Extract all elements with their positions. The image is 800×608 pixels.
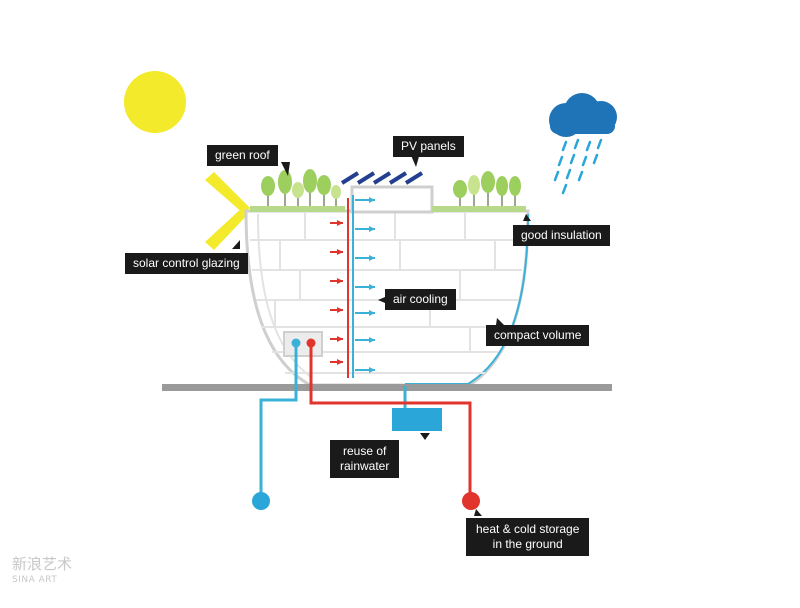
watermark-text: 新浪艺术 bbox=[12, 555, 73, 573]
label-solar-control-glazing: solar control glazing bbox=[125, 253, 248, 274]
rain-drops bbox=[553, 138, 603, 195]
cold-pipe-dot bbox=[291, 338, 301, 348]
heat-storage-node bbox=[462, 492, 480, 510]
hot-pipe bbox=[309, 344, 472, 495]
sun-icon bbox=[124, 71, 186, 133]
label-heat-cold-storage: heat & cold storage in the ground bbox=[466, 518, 590, 556]
hot-pipe-dot bbox=[306, 338, 316, 348]
pv-panel-icon bbox=[340, 171, 424, 185]
ground-line bbox=[162, 384, 612, 391]
heat-exchanger-unit bbox=[283, 331, 323, 357]
sun-ray-reflection bbox=[205, 172, 250, 250]
label-reuse-of-rainwater: reuse of rainwater bbox=[330, 440, 400, 478]
rainwater-tank bbox=[392, 408, 442, 431]
label-compact-volume: compact volume bbox=[486, 325, 590, 346]
watermark-sub: SINA ART bbox=[12, 575, 58, 585]
label-pv-panels: PV panels bbox=[393, 136, 464, 157]
label-green-roof: green roof bbox=[207, 145, 278, 166]
green-roof bbox=[250, 206, 526, 212]
tree-icon bbox=[261, 169, 521, 206]
label-air-cooling: air cooling bbox=[385, 289, 456, 310]
rain-cloud-icon bbox=[549, 93, 617, 195]
air-cooling-flow bbox=[330, 195, 375, 378]
label-good-insulation: good insulation bbox=[513, 225, 610, 246]
cold-storage-node bbox=[252, 492, 270, 510]
watermark-logo: 新浪艺术 SINA ART bbox=[12, 556, 72, 588]
